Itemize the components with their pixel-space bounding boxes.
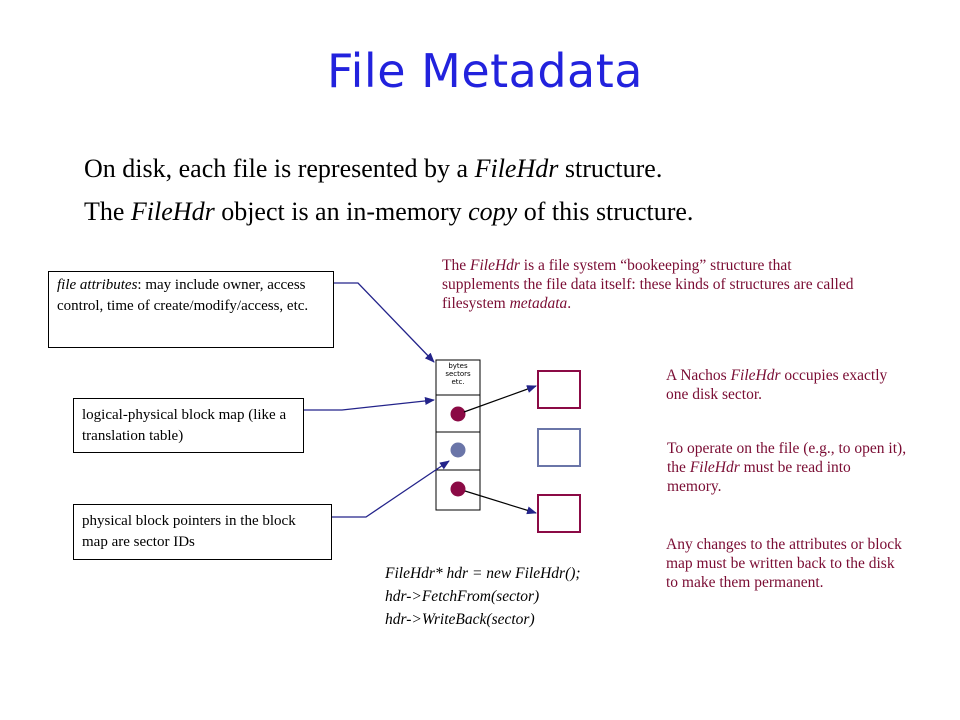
- text-segment: file attributes: [57, 277, 138, 293]
- text-segment: FileHdr: [474, 154, 559, 183]
- code-line-writeback: hdr->WriteBack(sector): [385, 611, 535, 628]
- disk-sector-box: [537, 370, 581, 409]
- label-block-map: logical-physical block map (like a trans…: [73, 398, 304, 453]
- text-segment: .: [567, 295, 572, 312]
- note-bookkeeping: The FileHdr is a file system “bookeeping…: [442, 256, 862, 313]
- filehdr-structure: [435, 359, 481, 511]
- header-line-sectors: sectors: [445, 370, 471, 378]
- label-block-pointers: physical block pointers in the block map…: [73, 504, 332, 560]
- header-line-bytes: bytes: [448, 362, 468, 370]
- block-pointer-dot: [450, 481, 466, 497]
- text-segment: FileHdr: [469, 257, 520, 274]
- text-segment: is a file system “bookeeping” structure …: [442, 257, 854, 312]
- text-segment: object is an in-memory: [214, 197, 469, 226]
- bullet-filehdr-in-memory: The FileHdr object is an in-memory copy …: [84, 197, 693, 227]
- bullet-filehdr-on-disk: On disk, each file is represented by a F…: [84, 154, 662, 184]
- callout-arrow-attributes: [334, 282, 435, 363]
- callout-arrow-blockmap: [304, 396, 435, 411]
- text-segment: must be read into memory.: [667, 459, 851, 495]
- text-segment: logical-physical block map (like a trans…: [82, 407, 287, 444]
- text-segment: copy: [468, 197, 518, 226]
- text-segment: A Nachos: [666, 367, 731, 384]
- text-segment: To operate on the file (e.g., to open it…: [667, 440, 907, 476]
- text-segment: On disk, each file is represented by a: [84, 154, 475, 183]
- block-pointer-dot: [450, 442, 466, 458]
- text-segment: physical block pointers in the block map…: [82, 513, 296, 550]
- note-write-back: Any changes to the attributes or block m…: [666, 535, 906, 592]
- label-file-attributes: file attributes: may include owner, acce…: [48, 271, 334, 348]
- text-segment: FileHdr: [689, 459, 740, 476]
- note-one-sector: A Nachos FileHdr occupies exactly one di…: [666, 366, 896, 404]
- code-line-fetchfrom: hdr->FetchFrom(sector): [385, 588, 540, 605]
- disk-sector-box: [537, 428, 581, 467]
- filehdr-header-cell-label: bytes sectors etc.: [438, 362, 478, 386]
- text-segment: metadata: [509, 295, 568, 312]
- text-segment: Any changes to the attributes or block m…: [666, 536, 902, 591]
- text-segment: FileHdr: [130, 197, 215, 226]
- text-segment: The: [442, 257, 470, 274]
- callout-arrow-pointers: [332, 460, 450, 518]
- text-segment: FileHdr: [730, 367, 781, 384]
- text-segment: : may include owner, access control, tim…: [57, 277, 309, 314]
- disk-sector-box: [537, 494, 581, 533]
- text-segment: The: [84, 197, 131, 226]
- pointer-arrow: [464, 490, 537, 515]
- text-segment: structure.: [558, 154, 663, 183]
- block-pointer-dot: [450, 406, 466, 422]
- note-read-into-memory: To operate on the file (e.g., to open it…: [667, 439, 907, 496]
- filehdr-header-cell: [435, 359, 481, 396]
- page-title: File Metadata: [327, 44, 643, 98]
- pointer-arrow: [463, 385, 537, 413]
- header-line-etc: etc.: [451, 378, 465, 386]
- code-line-new-filehdr: FileHdr* hdr = new FileHdr();: [385, 565, 581, 582]
- text-segment: occupies exactly one disk sector.: [666, 367, 888, 403]
- text-segment: of this structure.: [517, 197, 694, 226]
